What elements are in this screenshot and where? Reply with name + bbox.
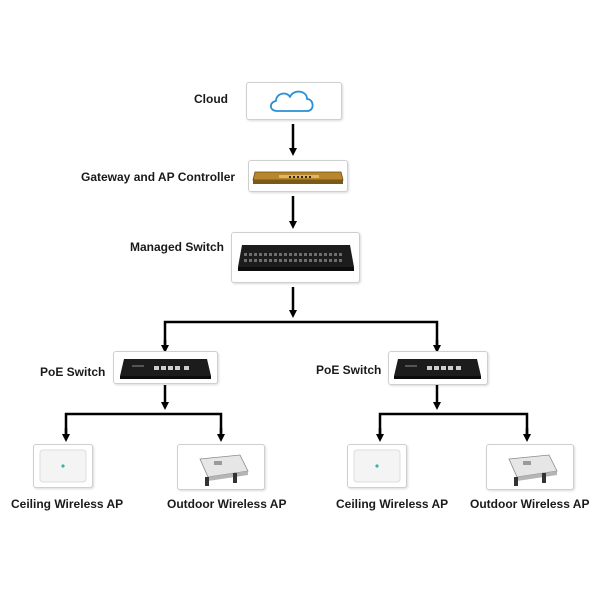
- cloud-node: [246, 82, 342, 120]
- ap1-label: Ceiling Wireless AP: [11, 497, 124, 511]
- managed-switch-node: [231, 232, 360, 283]
- outdoor-ap-node-2: [486, 444, 574, 490]
- ap2-label: Outdoor Wireless AP: [167, 497, 287, 511]
- branch-line-left-aps: [64, 412, 223, 437]
- ceiling-ap-icon: [39, 449, 87, 483]
- cloud-icon: [269, 90, 314, 112]
- poe-switch-left-label: PoE Switch: [40, 365, 106, 379]
- gateway-node: [248, 160, 348, 192]
- outdoor-ap-node-1: [177, 444, 265, 490]
- ceiling-ap-icon: [353, 449, 401, 483]
- poe-switch-left-node: [113, 351, 218, 384]
- gateway-label: Gateway and AP Controller: [81, 170, 236, 184]
- outdoor-ap-icon: [199, 454, 249, 486]
- ceiling-ap-node-1: [33, 444, 93, 488]
- poe-switch-icon: [394, 359, 481, 379]
- poe-switch-right-label: PoE Switch: [316, 363, 382, 377]
- cloud-label: Cloud: [194, 92, 228, 106]
- branch-line-right-aps: [378, 412, 529, 437]
- ap3-label: Ceiling Wireless AP: [336, 497, 449, 511]
- managed-switch-icon: [238, 245, 354, 271]
- poe-switch-right-node: [388, 351, 488, 385]
- ceiling-ap-node-2: [347, 444, 407, 488]
- gateway-device-icon: [252, 171, 344, 184]
- poe-switch-icon: [120, 359, 211, 379]
- branch-line-poe: [163, 320, 439, 349]
- managed-switch-label: Managed Switch: [130, 240, 225, 254]
- ap4-label: Outdoor Wireless AP: [470, 497, 590, 511]
- outdoor-ap-icon: [508, 454, 558, 486]
